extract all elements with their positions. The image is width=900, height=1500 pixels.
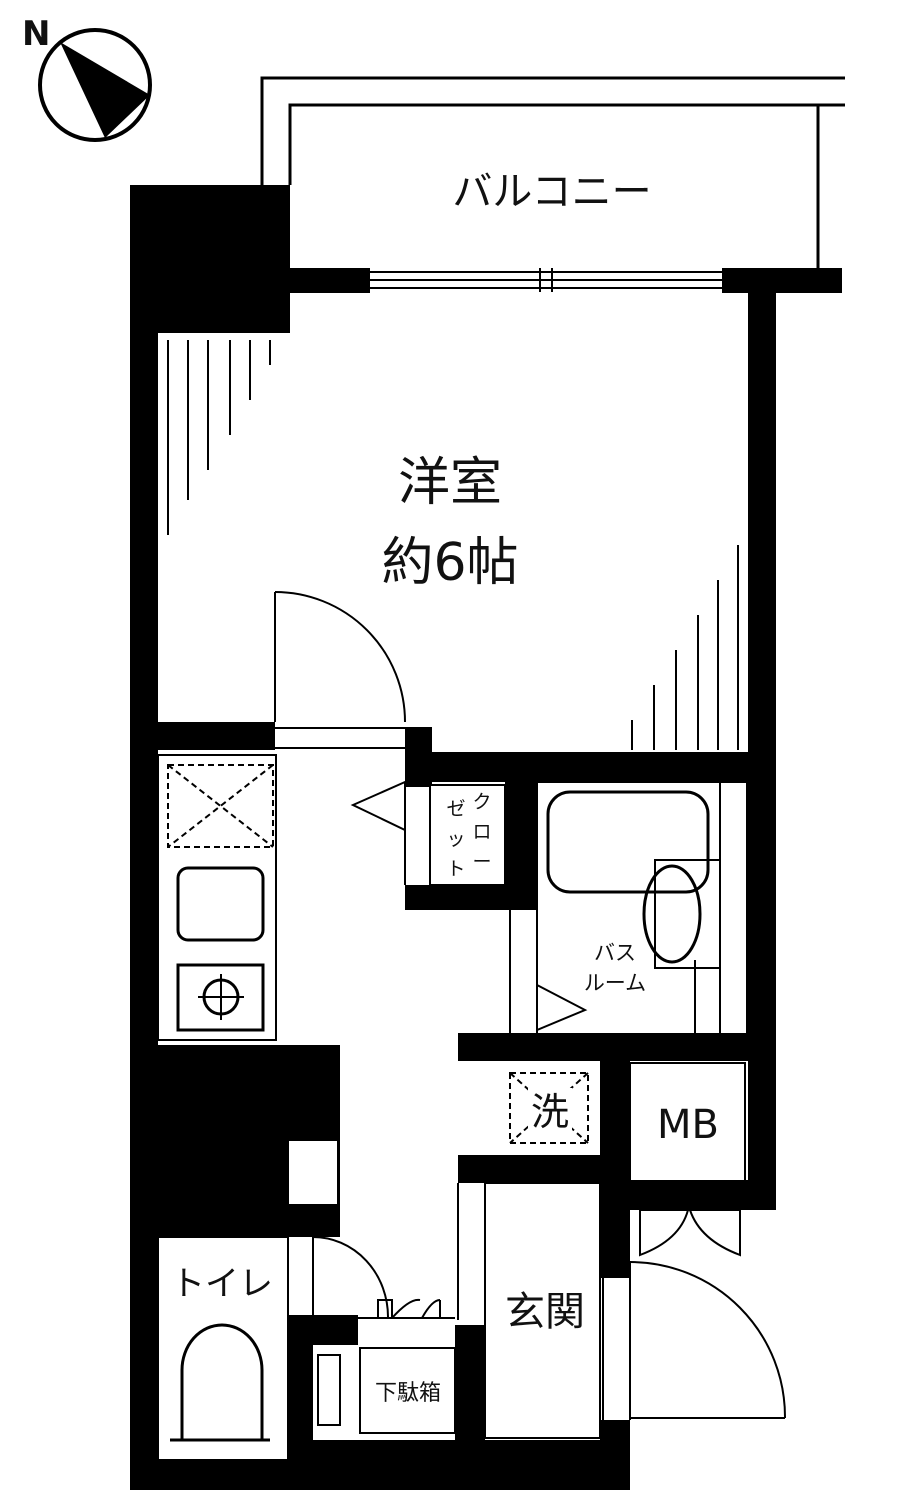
washer-label: 洗: [531, 1090, 569, 1134]
entrance: 玄関: [457, 1182, 787, 1439]
mb-space: MB: [629, 1062, 746, 1257]
balcony-label: バルコニー: [452, 169, 651, 215]
washbasin-icon: [642, 864, 702, 964]
kitchen: [157, 754, 277, 1041]
balcony: バルコニー: [260, 76, 845, 268]
north-label: N: [22, 14, 50, 54]
shoe-box-label: 下駄箱: [375, 1381, 441, 1406]
closet-label-char: ゼ: [446, 798, 465, 820]
shoe-box: 下駄箱: [359, 1298, 456, 1434]
western-room-size: 約6帖: [381, 533, 518, 593]
bathroom-label-2: ルーム: [584, 971, 646, 995]
bathtub-icon: [546, 790, 710, 894]
balcony-window: [370, 268, 722, 292]
mb-label: MB: [657, 1102, 719, 1148]
closet-label-char: ト: [446, 858, 465, 880]
closet: ゼ ッ ト ク ロ ー: [350, 780, 506, 886]
closet-label-char: ク: [472, 791, 491, 813]
closet-label-char: ロ: [472, 821, 491, 843]
sink-icon: [176, 866, 265, 942]
toilet-room: トイレ: [157, 1236, 289, 1461]
bathroom: バス ルーム: [509, 781, 748, 1035]
walls: [130, 185, 842, 1490]
wall-openings: [287, 1139, 341, 1426]
western-room-label: 洋室: [398, 453, 502, 513]
entrance-label: 玄関: [505, 1289, 585, 1335]
bathroom-label-1: バス: [594, 941, 636, 965]
compass-needle-icon: [60, 42, 150, 138]
compass: N: [22, 14, 152, 142]
room-door: [274, 591, 406, 749]
mb-doors: [639, 1209, 741, 1257]
washer-space: 洗: [509, 1072, 589, 1144]
room-hatching: [167, 340, 739, 750]
closet-label-char: ー: [472, 851, 491, 873]
toilet-door: [288, 1236, 455, 1319]
closet-label-char: ッ: [446, 828, 465, 850]
toilet-icon: [180, 1323, 264, 1442]
toilet-label: トイレ: [171, 1264, 273, 1304]
